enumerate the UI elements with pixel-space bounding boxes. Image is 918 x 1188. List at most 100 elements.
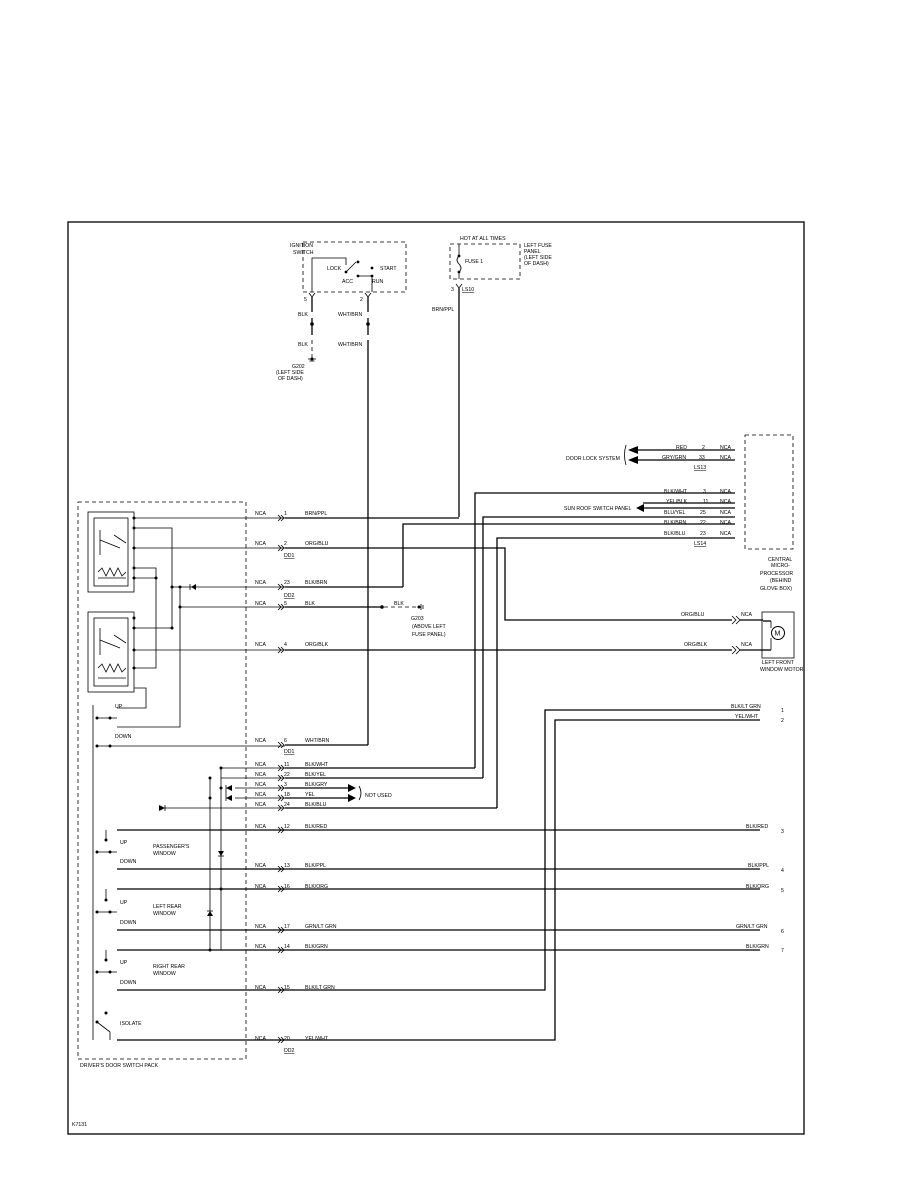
svg-text:SWITCH: SWITCH [293,250,314,256]
svg-text:22: 22 [284,772,290,778]
svg-text:LS14: LS14 [694,541,706,547]
svg-text:BLK/BRN: BLK/BRN [664,520,686,526]
svg-text:OF DASH): OF DASH) [278,376,303,382]
svg-text:2: 2 [781,718,784,724]
svg-text:YEL/WHT: YEL/WHT [305,1036,329,1042]
svg-text:NCA: NCA [720,531,731,537]
svg-text:BLK/GRN: BLK/GRN [305,944,328,950]
svg-text:UP: UP [120,960,128,966]
svg-text:NCA: NCA [255,642,266,648]
passenger-switches: UP DOWN PASSENGER'S WINDOW UP DOWN LEFT … [95,830,190,1040]
cmp-ls14-wires: BLK/WHT 3 NCA YEL/BLK 11 NCA BLU/YEL 25 … [402,489,735,808]
svg-text:(ABOVE LEFT: (ABOVE LEFT [412,624,447,630]
svg-text:PANEL: PANEL [524,249,541,255]
svg-text:FUSE PANEL): FUSE PANEL) [412,632,446,638]
svg-text:11: 11 [284,762,289,768]
svg-text:16: 16 [284,884,290,890]
svg-text:UP: UP [115,704,123,710]
svg-text:2: 2 [284,541,287,547]
central-microprocessor: CENTRAL MICRO- PROCESSOR (BEHIND GLOVE B… [744,434,793,592]
svg-text:WINDOW MOTOR: WINDOW MOTOR [760,667,804,673]
svg-text:WINDOW: WINDOW [153,851,176,857]
svg-text:20: 20 [284,1036,290,1042]
svg-text:4: 4 [781,868,784,874]
left-front-window-motor: M LEFT FRONT WINDOW MOTOR ORG/BLU NCA OR… [285,547,804,673]
svg-text:ACC: ACC [342,279,353,285]
svg-text:YEL/BLK: YEL/BLK [666,499,688,505]
svg-text:NCA: NCA [255,884,266,890]
svg-text:NCA: NCA [255,792,266,798]
svg-text:18: 18 [284,792,290,798]
motor-symbol: M [775,631,781,638]
svg-text:FUSE 1: FUSE 1 [465,259,483,265]
svg-text:22: 22 [700,520,706,526]
svg-text:NCA: NCA [255,511,266,517]
svg-text:NCA: NCA [255,738,266,744]
svg-text:WINDOW: WINDOW [153,911,176,917]
svg-text:DRIVER'S DOOR SWITCH PACK: DRIVER'S DOOR SWITCH PACK [80,1063,159,1069]
svg-text:LEFT FRONT: LEFT FRONT [762,660,795,666]
svg-text:DD2: DD2 [284,593,294,599]
svg-text:BLK/WHT: BLK/WHT [664,489,688,495]
svg-text:NCA: NCA [255,601,266,607]
left-fuse-panel: HOT AT ALL TIMES LEFT FUSE PANEL (LEFT S… [432,236,552,517]
svg-text:NCA: NCA [720,499,731,505]
svg-text:DOWN: DOWN [120,859,137,865]
svg-text:3: 3 [781,829,784,835]
wire-wht-brn: WHT/BRN WHT/BRN [285,297,370,746]
svg-text:NCA: NCA [255,863,266,869]
svg-text:G202: G202 [292,364,305,370]
svg-text:DD1: DD1 [284,749,294,755]
svg-text:GLOVE BOX): GLOVE BOX) [760,586,792,592]
svg-text:BLU/YEL: BLU/YEL [664,510,685,516]
svg-text:GRN/LT GRN: GRN/LT GRN [736,924,768,930]
svg-text:3: 3 [451,287,454,293]
svg-text:CENTRAL: CENTRAL [768,557,792,563]
drivers-door-switch-pack: DRIVER'S DOOR SWITCH PACK [77,501,285,1069]
svg-text:BLK/BLU: BLK/BLU [664,531,686,537]
svg-text:NCA: NCA [255,772,266,778]
svg-text:(BEHIND: (BEHIND [770,578,792,584]
right-wire-labels: BLK/LT GRN 1 YEL/WHT 2 BLK/RED 3 BLK/PPL… [731,704,784,954]
svg-text:ISOLATE: ISOLATE [120,1021,142,1027]
svg-text:2: 2 [702,445,705,451]
svg-text:UP: UP [120,840,128,846]
svg-text:PROCESSOR: PROCESSOR [760,571,793,577]
svg-text:NCA: NCA [741,612,752,618]
svg-text:DD1: DD1 [284,553,294,559]
svg-text:WHT/BRN: WHT/BRN [305,738,329,744]
svg-text:NCA: NCA [255,762,266,768]
svg-text:LEFT FUSE: LEFT FUSE [524,243,552,249]
svg-text:BLK/WHT: BLK/WHT [305,762,329,768]
svg-text:BLK/GRN: BLK/GRN [746,944,769,950]
svg-text:BLK: BLK [305,601,315,607]
svg-text:OF DASH): OF DASH) [524,261,549,267]
svg-text:NCA: NCA [255,985,266,991]
svg-text:24: 24 [284,802,290,808]
svg-text:BLK/RED: BLK/RED [305,824,327,830]
svg-text:BLK/LT GRN: BLK/LT GRN [305,985,335,991]
svg-text:NCA: NCA [255,944,266,950]
diagram-frame [67,221,805,1135]
svg-text:11: 11 [703,499,708,505]
svg-text:DD2: DD2 [284,1048,294,1054]
svg-text:BLK/PPL: BLK/PPL [748,863,769,869]
svg-text:BLK/BRN: BLK/BRN [305,580,327,586]
svg-text:BLK/BLU: BLK/BLU [305,802,327,808]
svg-text:23: 23 [700,531,706,537]
svg-text:BLK/ORG: BLK/ORG [746,884,769,890]
svg-text:GRY/GRN: GRY/GRN [662,455,686,461]
svg-text:ORG/BLU: ORG/BLU [681,612,705,618]
svg-text:(LEFT SIDE: (LEFT SIDE [276,370,304,376]
svg-text:NCA: NCA [255,1036,266,1042]
svg-text:17: 17 [284,924,290,930]
svg-text:13: 13 [284,863,290,869]
svg-text:NCA: NCA [741,642,752,648]
svg-text:YEL: YEL [305,792,315,798]
svg-text:BRN/PPL: BRN/PPL [305,511,327,517]
svg-text:PASSENGER'S: PASSENGER'S [153,844,190,850]
svg-text:DOWN: DOWN [120,980,137,986]
svg-text:6: 6 [781,929,784,935]
svg-text:LS10: LS10 [462,287,474,293]
